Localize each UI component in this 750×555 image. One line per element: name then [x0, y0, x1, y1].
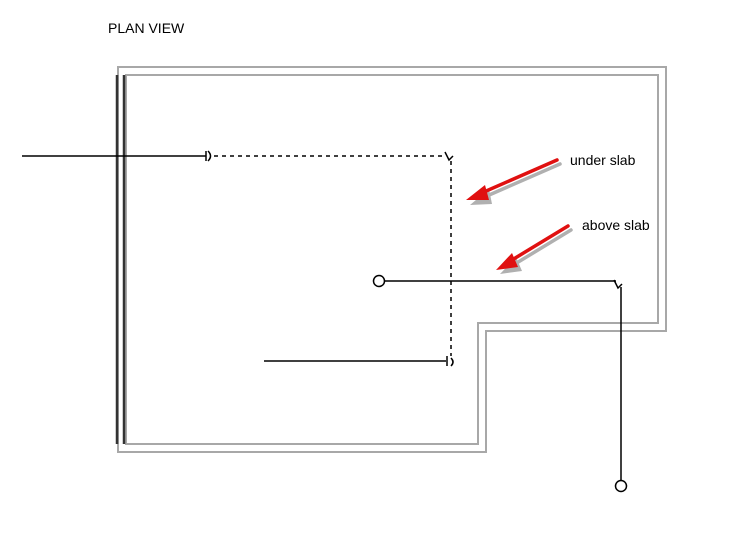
annotation-above-slab-label: above slab: [582, 217, 650, 233]
arrow-under-slab-icon: [466, 158, 562, 205]
slab-outline-inner: [125, 74, 659, 445]
annotation-under-slab-label: under slab: [570, 152, 636, 168]
annotation-under-slab: under slab: [466, 152, 636, 205]
under-slab-pipe-elbow-top: [444, 151, 454, 162]
arrow-above-slab-icon: [496, 224, 573, 274]
above-slab-pipe: [372, 274, 628, 493]
above-slab-pipe-end-cap-left: [372, 274, 386, 288]
diagram-title: PLAN VIEW: [108, 20, 185, 36]
wall: [115, 75, 126, 444]
under-slab-pipe: [22, 150, 454, 367]
above-slab-pipe-end-cap-bottom: [614, 479, 628, 493]
above-slab-pipe-elbow: [613, 279, 623, 290]
under-slab-pipe-elbow-bottom: [446, 356, 454, 367]
slab-outline-outer: [117, 66, 667, 453]
under-slab-pipe-fitting-start: [205, 150, 212, 162]
annotation-above-slab: above slab: [496, 217, 650, 274]
slab-outline: [117, 66, 667, 453]
